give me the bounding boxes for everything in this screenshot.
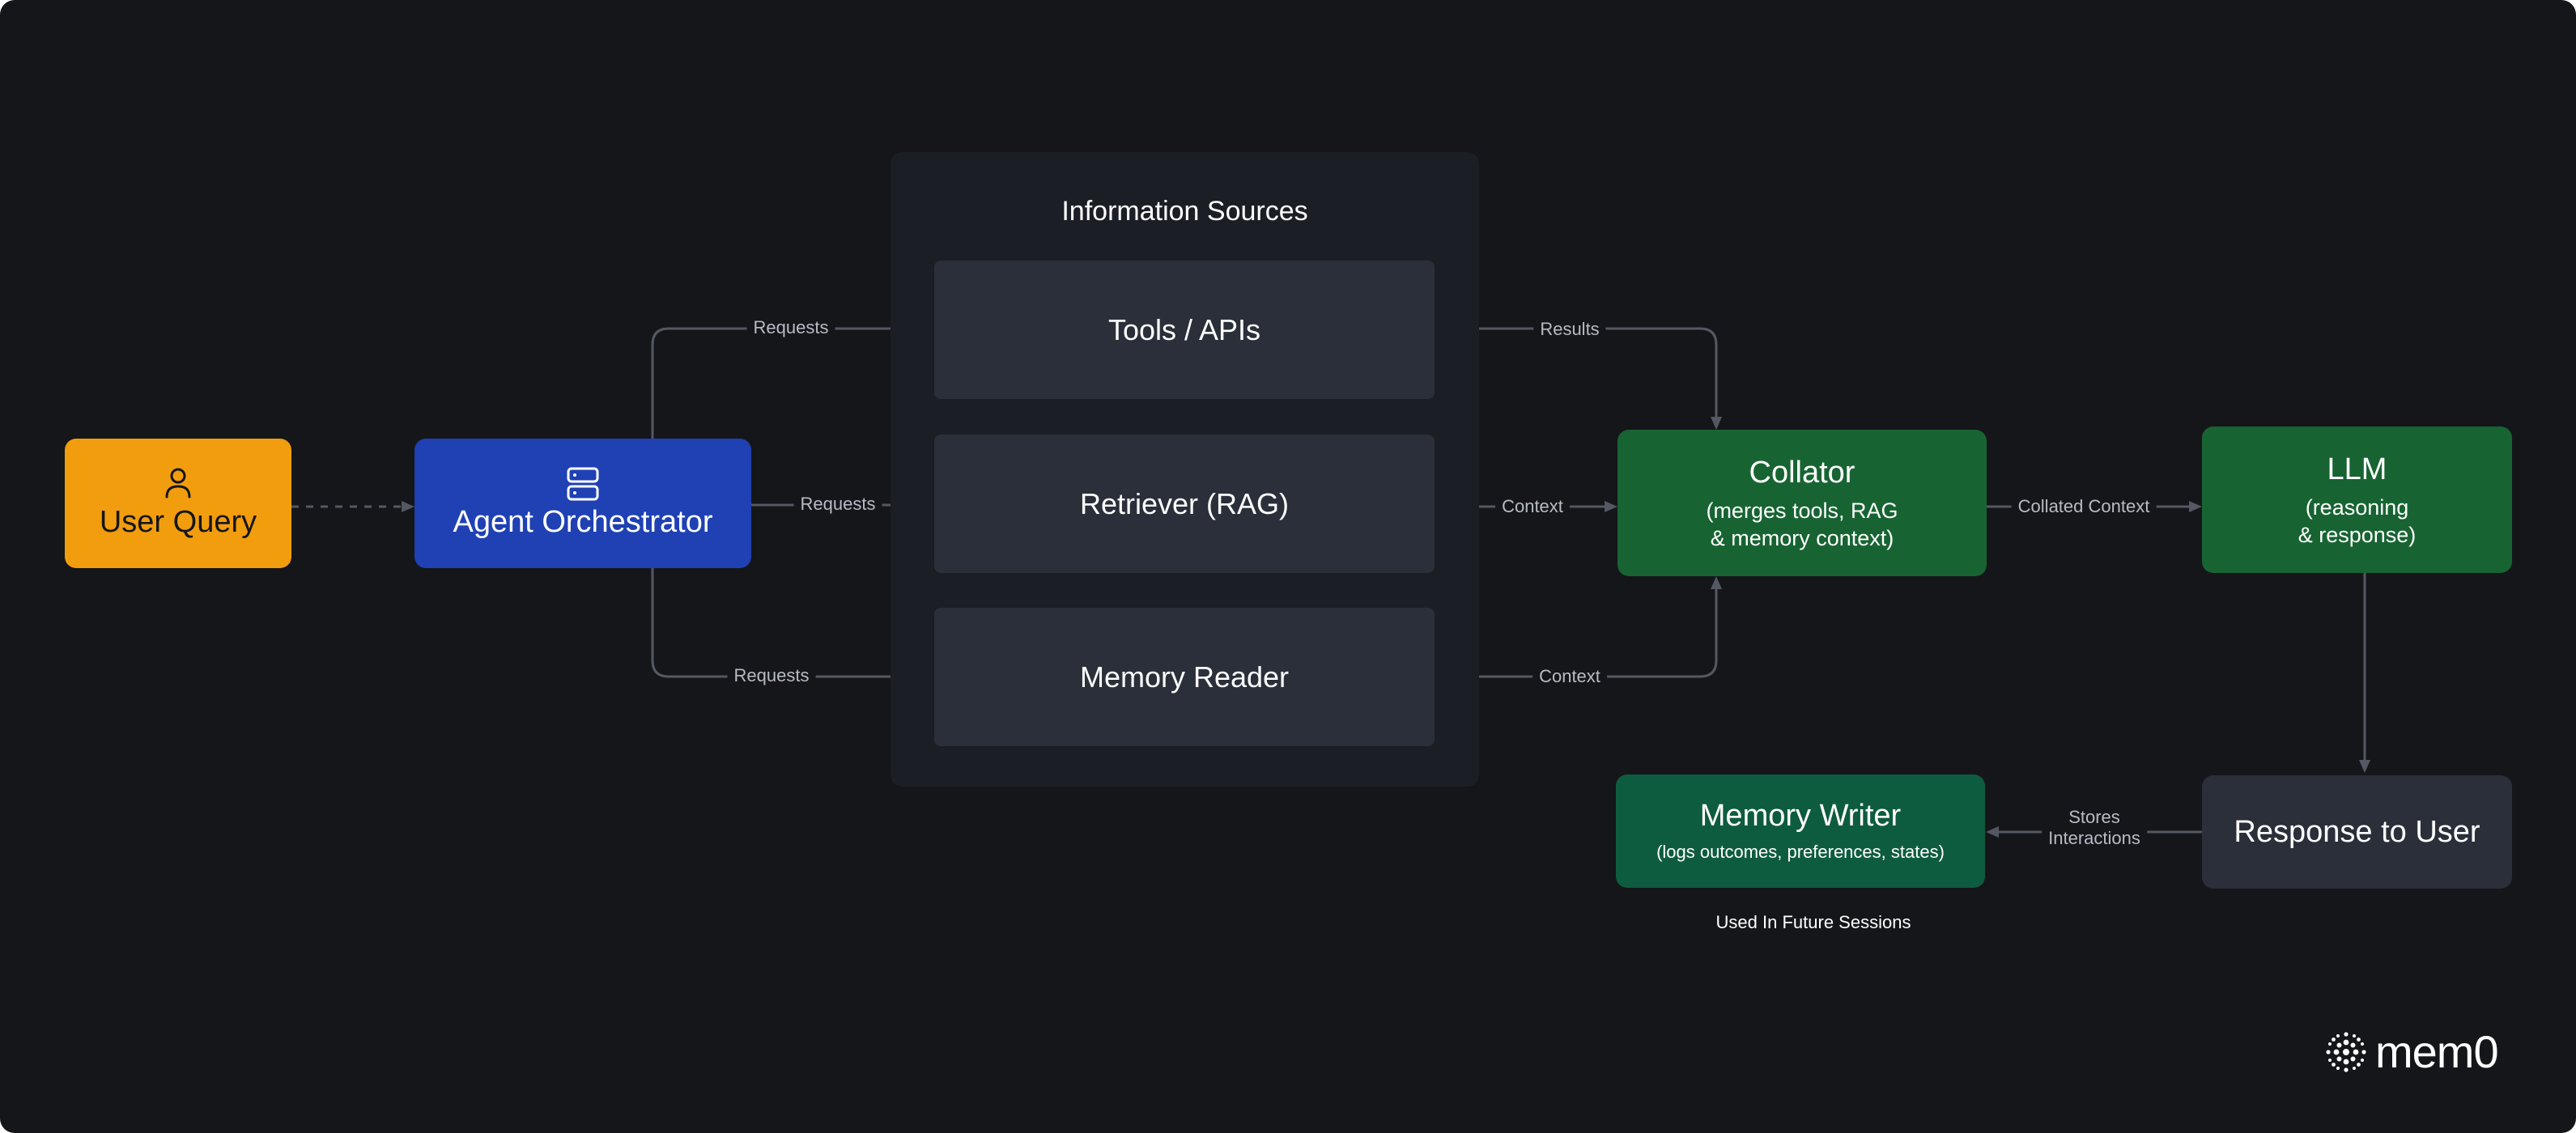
collator-subtitle-line1: (merges tools, RAG — [1706, 497, 1898, 524]
user-icon — [164, 467, 192, 503]
user-query-node: User Query — [65, 439, 291, 568]
memory-reader-label: Memory Reader — [1080, 660, 1289, 695]
arrow-user-to-orchestrator — [402, 501, 414, 512]
mem0-logo-icon — [2325, 1031, 2367, 1073]
edge-label-requests-retriever: Requests — [794, 494, 882, 515]
memory-reader-node: Memory Reader — [934, 608, 1435, 746]
arrow-tools-to-collator — [1711, 417, 1722, 430]
edge-label-requests-memory-reader: Requests — [728, 665, 816, 686]
future-sessions-note: Used In Future Sessions — [1619, 908, 2008, 937]
llm-label: LLM — [2327, 452, 2387, 487]
edge-label-context-memory: Context — [1532, 666, 1607, 687]
collator-label: Collator — [1749, 455, 1855, 490]
mem0-logo: mem0 — [2325, 1026, 2498, 1078]
edge-label-context-retriever: Context — [1495, 496, 1570, 517]
agent-orchestrator-label: Agent Orchestrator — [453, 504, 712, 540]
agent-orchestrator-node: Agent Orchestrator — [414, 439, 751, 568]
arrow-memory-reader-to-collator — [1711, 576, 1722, 589]
retriever-rag-label: Retriever (RAG) — [1080, 486, 1289, 522]
llm-subtitle-line2: & response) — [2298, 521, 2417, 549]
arrow-llm-to-response — [2359, 760, 2370, 773]
tools-apis-node: Tools / APIs — [934, 261, 1435, 399]
response-to-user-label: Response to User — [2234, 814, 2480, 850]
information-sources-title: Information Sources — [891, 191, 1479, 231]
arrow-retriever-to-collator — [1605, 501, 1617, 512]
llm-subtitle-line1: (reasoning — [2306, 494, 2409, 521]
edge-orchestrator-to-tools — [653, 329, 921, 439]
memory-writer-node: Memory Writer (logs outcomes, preference… — [1616, 774, 1985, 888]
edge-orchestrator-to-memory-reader — [653, 568, 921, 677]
server-icon — [567, 467, 599, 503]
collator-subtitle-line2: & memory context) — [1711, 524, 1894, 552]
arrow-response-to-writer — [1986, 826, 1999, 838]
edge-label-stores-interactions: Stores Interactions — [2042, 807, 2147, 849]
retriever-rag-node: Retriever (RAG) — [934, 435, 1435, 573]
edge-label-stores: Stores — [2048, 807, 2140, 828]
mem0-logo-text: mem0 — [2375, 1026, 2498, 1078]
memory-writer-subtitle: (logs outcomes, preferences, states) — [1656, 840, 1945, 864]
user-query-label: User Query — [100, 504, 257, 540]
tools-apis-label: Tools / APIs — [1108, 312, 1260, 348]
edge-label-results: Results — [1533, 319, 1605, 340]
response-to-user-node: Response to User — [2202, 775, 2512, 889]
collator-node: Collator (merges tools, RAG & memory con… — [1617, 430, 1987, 576]
memory-writer-label: Memory Writer — [1700, 798, 1901, 834]
llm-node: LLM (reasoning & response) — [2202, 426, 2512, 573]
edge-label-interactions: Interactions — [2048, 828, 2140, 849]
edge-label-requests-tools: Requests — [747, 317, 835, 338]
edge-label-collated-context: Collated Context — [2012, 496, 2157, 517]
arrow-collator-to-llm — [2189, 501, 2202, 512]
